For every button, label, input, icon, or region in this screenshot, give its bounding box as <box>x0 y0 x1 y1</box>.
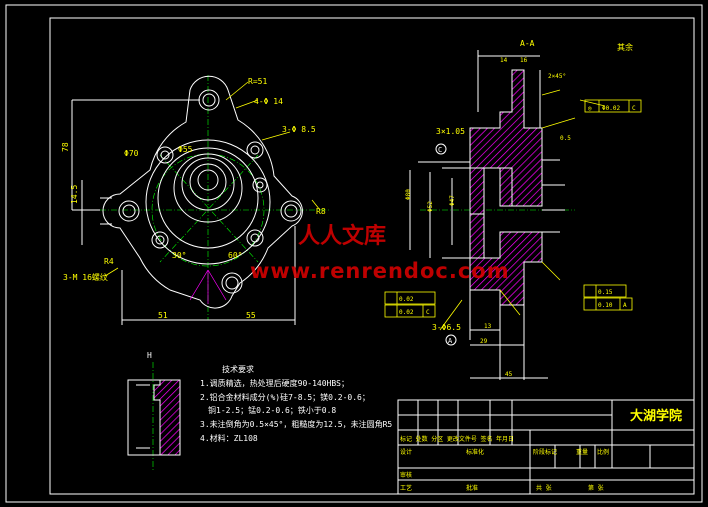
dim-bottom-51: 51 <box>158 311 168 320</box>
watermark: 人人文库 www.renrendoc.com <box>250 223 510 283</box>
axis-h-label: H <box>147 351 152 360</box>
title-weight: 重量 <box>576 448 588 456</box>
dim-t3: 2×45° <box>548 73 566 80</box>
title-scale: 比例 <box>597 448 609 456</box>
dim-left-78: 78 <box>61 142 70 152</box>
dim-left1: 3×1.05 <box>436 127 465 136</box>
dim-phi55: Φ55 <box>178 145 193 154</box>
dim-left-14-5: 14.5 <box>70 185 79 204</box>
dim-thread: 3-M 16螺纹 <box>63 272 108 282</box>
watermark-line1: 人人文库 <box>298 223 386 249</box>
gdt2-ref: C <box>426 309 430 316</box>
dim-r51: R=51 <box>248 77 267 86</box>
dim-t4: 0.5 <box>560 135 571 142</box>
gdt-frames: ◎ Φ0.02 C 0.02 0.02 C 0.15 0.10 A <box>384 99 642 318</box>
section-view-labels: A-A 14 16 2×45° 0.5 3×1.05 Φ80 Φ52 Φ47 3… <box>405 39 633 378</box>
title-process: 工艺 <box>400 484 412 492</box>
detail-view: H <box>127 351 181 470</box>
title-stage: 阶段标记 <box>533 448 557 456</box>
front-view-labels: R=51 4-Φ 14 3-Φ 8.5 Φ70 Φ55 30° 60° 78 1… <box>61 77 326 320</box>
dim-b1: 3-Φ6.5 <box>432 323 461 332</box>
gdt4-ref: A <box>623 302 627 309</box>
gdt1-ref: C <box>632 105 636 112</box>
gdt3-value: 0.15 <box>598 289 613 296</box>
title-sheets: 共 张 <box>536 484 552 492</box>
watermark-line2: www.renrendoc.com <box>250 259 510 283</box>
gdt2-value: 0.02 <box>399 296 414 303</box>
title-block: 大湖学院 标记 处数 分区 更改文件号 签名 年月日 设计 标准化 阶段标记 重… <box>397 399 695 495</box>
section-view <box>409 50 606 380</box>
dim-phi70: Φ70 <box>124 149 139 158</box>
notes-heading: 技术要求 <box>222 364 254 374</box>
notes-line4: 3.未注倒角为0.5×45°，粗糙度为12.5，未注圆角R5 <box>200 419 392 429</box>
school-name: 大湖学院 <box>630 408 682 424</box>
front-view <box>71 75 330 325</box>
gdt2b-value: 0.02 <box>399 309 414 316</box>
dim-left3: Φ52 <box>427 201 434 212</box>
dim-t2: 16 <box>520 57 528 64</box>
datum-a: A <box>448 337 453 345</box>
title-sheet-no: 第 张 <box>588 484 604 492</box>
gdt1-value: Φ0.02 <box>602 105 620 112</box>
dim-b2: 13 <box>484 323 492 330</box>
gdt4-value: 0.10 <box>598 302 613 309</box>
dim-angle60: 60° <box>228 251 242 260</box>
section-title: A-A <box>520 39 535 48</box>
dim-bottom-55: 55 <box>246 311 256 320</box>
gdt1-symbol: ◎ <box>588 105 592 112</box>
technical-notes: 技术要求 1.调质精选，热处理后硬度90-140HBS； 2.铝合金材料成分(%… <box>200 364 392 443</box>
outer-frame <box>5 4 703 503</box>
dim-b4: 45 <box>505 371 513 378</box>
dim-4-phi14: 4-Φ 14 <box>254 97 283 106</box>
title-row-header: 标记 处数 分区 更改文件号 签名 年月日 <box>400 435 514 443</box>
title-approve: 批准 <box>466 484 478 492</box>
dim-r8: R8 <box>316 207 326 216</box>
notes-line5: 4.材料：ZL108 <box>200 433 258 443</box>
dim-left4: Φ47 <box>449 195 456 206</box>
notes-line3: 铜1-2.5；锰0.2-0.6；铁小于0.8 <box>208 405 336 415</box>
notes-line1: 1.调质精选，热处理后硬度90-140HBS； <box>200 378 349 388</box>
dim-angle30: 30° <box>172 251 186 260</box>
dim-r4: R4 <box>104 257 114 266</box>
dim-t1: 14 <box>500 57 508 64</box>
title-standard: 标准化 <box>466 448 484 456</box>
dim-left2: Φ80 <box>405 189 412 200</box>
title-review: 审核 <box>400 471 412 479</box>
dim-b3: 29 <box>480 338 488 345</box>
notes-line2: 2.铝合金材料成分(%)硅7-8.5；镁0.2-0.6； <box>200 392 370 402</box>
surface-rest-note: 其余 <box>617 42 633 52</box>
inner-frame <box>49 17 695 495</box>
title-design: 设计 <box>400 448 412 456</box>
datum-c: C <box>438 146 442 154</box>
dim-holes: 3-Φ 8.5 <box>282 125 316 134</box>
